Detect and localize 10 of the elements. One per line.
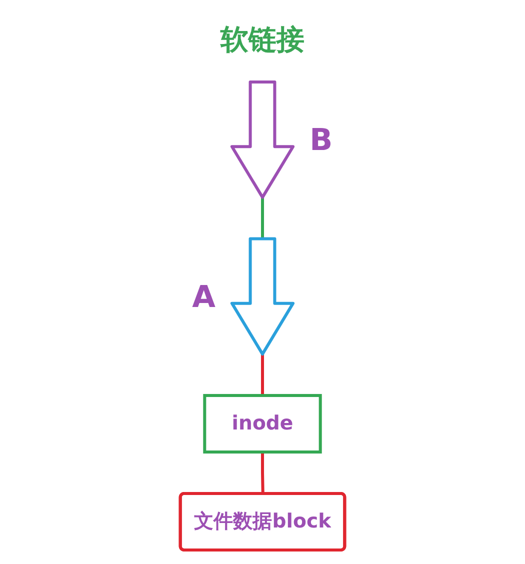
node-text: 文件数据block xyxy=(194,509,332,535)
connector-line xyxy=(261,354,264,396)
connector-line xyxy=(261,197,264,239)
down-pointer xyxy=(230,237,295,356)
connector-line xyxy=(261,452,264,494)
side-label: B xyxy=(310,123,333,158)
title: 软链接 xyxy=(220,23,304,56)
down-pointer xyxy=(230,80,295,199)
node-text: inode xyxy=(232,411,294,437)
side-label: A xyxy=(192,280,216,315)
